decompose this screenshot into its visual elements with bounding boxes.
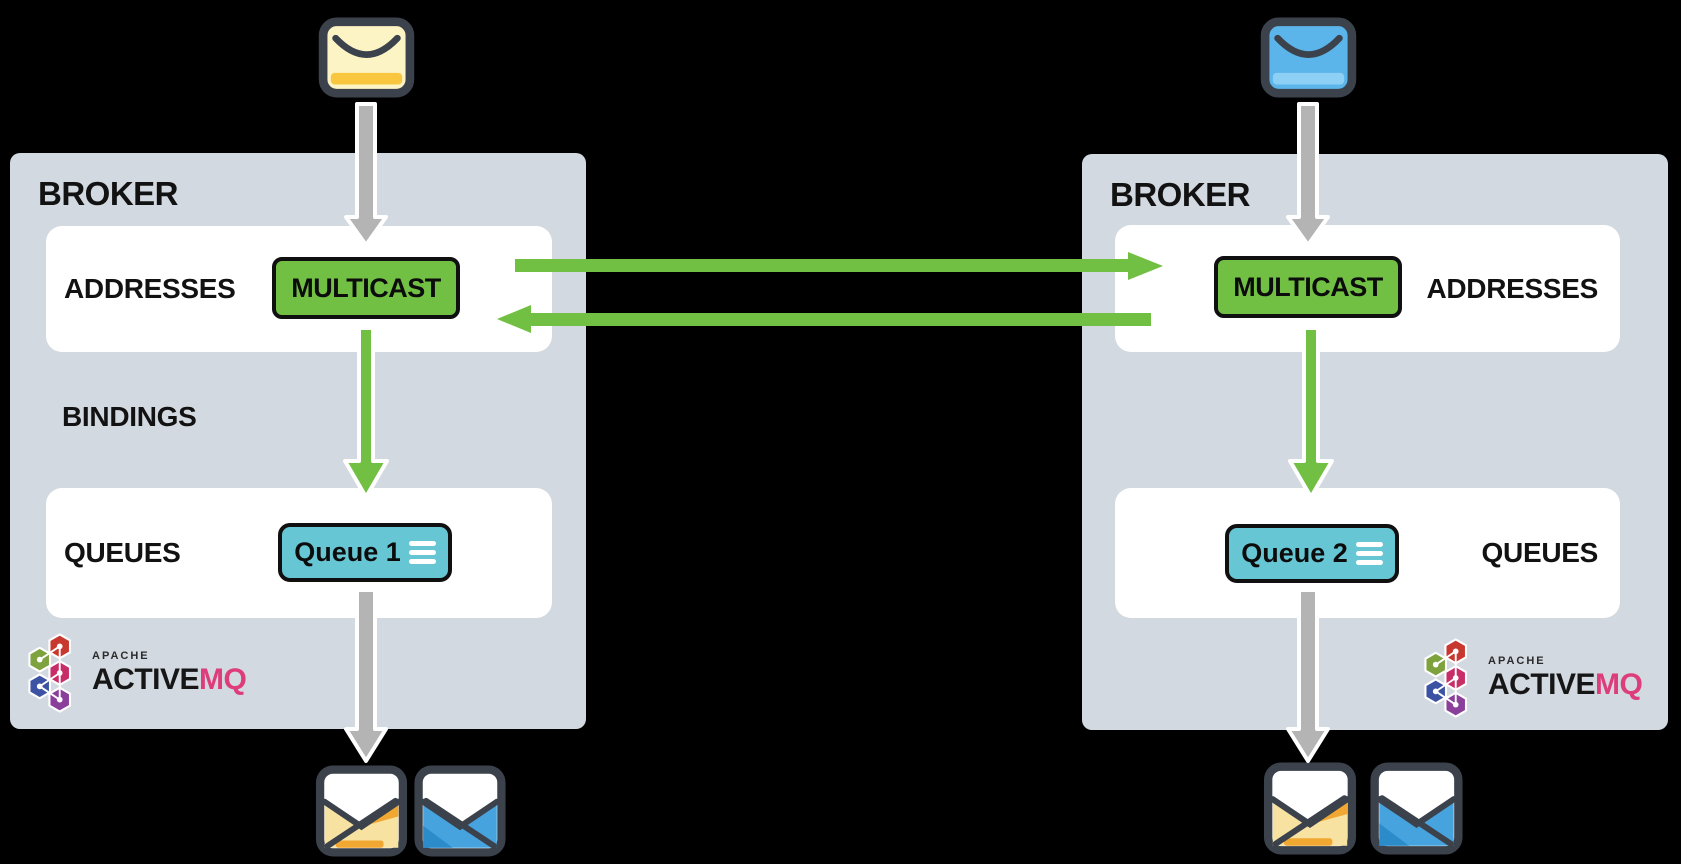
queue-badge-label: Queue 1 xyxy=(294,537,401,567)
activemq-logo-text: APACHE ACTIVEMQ xyxy=(1488,655,1643,701)
arrow-broker-right-to-left xyxy=(497,305,1151,333)
activemq-logo: APACHE ACTIVEMQ xyxy=(1422,638,1643,718)
queues-panel: QUEUES Queue 1 xyxy=(46,488,552,618)
closed-envelope-blue-icon xyxy=(1260,17,1357,98)
queue-badge: Queue 2 xyxy=(1225,524,1399,583)
activemq-label: ACTIVEMQ xyxy=(1488,668,1643,701)
apache-label: APACHE xyxy=(92,650,150,662)
activemq-hexagons-icon xyxy=(28,633,72,713)
queues-label: QUEUES xyxy=(64,537,181,568)
broker-title: BROKER xyxy=(38,175,179,212)
open-envelope-blue-icon xyxy=(414,765,506,857)
apache-label: APACHE xyxy=(1488,655,1546,667)
queue-lines-icon xyxy=(1355,542,1383,565)
bindings-label: BINDINGS xyxy=(62,401,197,432)
arrow-broker-left-to-right xyxy=(515,252,1163,280)
addresses-panel: ADDRESSES MULTICAST xyxy=(46,226,552,352)
broker-right: BROKER MULTICAST ADDRESSES Queue 2 QUEUE… xyxy=(1082,154,1668,730)
activemq-logo-text: APACHE ACTIVEMQ xyxy=(92,650,247,696)
closed-envelope-yellow-icon xyxy=(318,17,415,98)
addresses-panel: MULTICAST ADDRESSES xyxy=(1115,225,1620,352)
queue-badge-label: Queue 2 xyxy=(1241,538,1348,568)
queues-panel: Queue 2 QUEUES xyxy=(1115,488,1620,618)
activemq-hexagons-icon xyxy=(1424,638,1468,718)
open-envelope-blue-icon xyxy=(1370,762,1463,855)
open-envelope-yellow-icon xyxy=(1263,762,1357,855)
addresses-label: ADDRESSES xyxy=(64,273,236,304)
addresses-label: ADDRESSES xyxy=(1426,272,1598,304)
activemq-label: ACTIVEMQ xyxy=(92,663,247,696)
queue-badge: Queue 1 xyxy=(278,523,452,582)
multicast-badge: MULTICAST xyxy=(1214,256,1402,318)
multicast-badge: MULTICAST xyxy=(272,257,460,319)
open-envelope-yellow-icon xyxy=(315,765,408,857)
activemq-logo: APACHE ACTIVEMQ xyxy=(26,633,247,713)
broker-title: BROKER xyxy=(1110,176,1251,213)
queue-lines-icon xyxy=(408,541,436,564)
queues-label: QUEUES xyxy=(1481,537,1599,568)
broker-left: BROKER ADDRESSES MULTICAST BINDINGS QUEU… xyxy=(10,153,586,729)
